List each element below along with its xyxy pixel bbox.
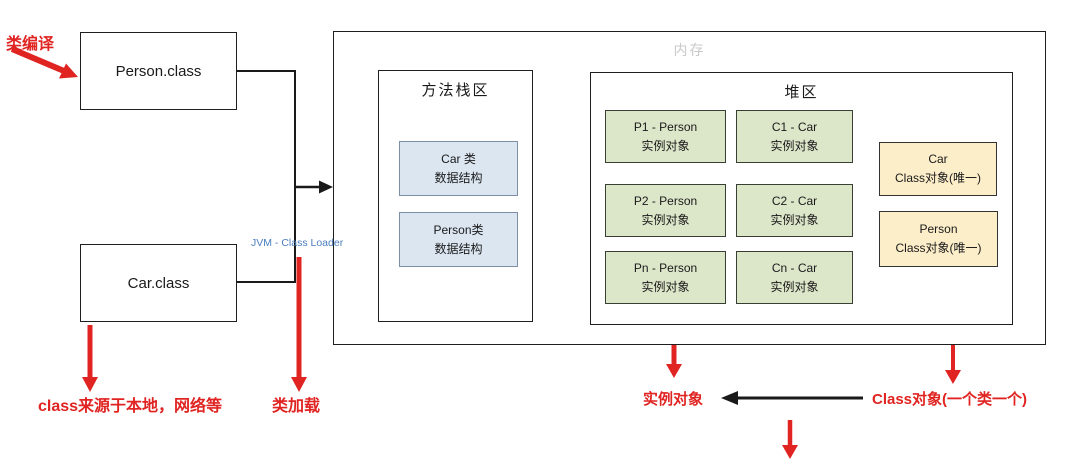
- instance-c2-line2: 实例对象: [770, 212, 819, 227]
- method-stack-region: 方法栈区: [378, 70, 533, 322]
- compile-label: 类编译: [6, 36, 55, 53]
- class-source-arrow: [82, 325, 98, 392]
- person-class-data-structure-box: Person类 数据结构: [399, 212, 518, 267]
- class-source-label: class来源于本地，网络等: [38, 398, 223, 415]
- instance-object-label: 实例对象: [643, 391, 704, 408]
- car-class-label: Car.class: [127, 274, 190, 292]
- instance-c1-line1: C1 - Car: [771, 119, 818, 134]
- bottom-continue-arrow: [782, 420, 798, 459]
- instance-box-cn: Cn - Car 实例对象: [736, 251, 853, 304]
- car-class-box: Car.class: [80, 244, 237, 322]
- classobject-to-instance-arrow: [721, 391, 863, 405]
- instance-box-c1: C1 - Car 实例对象: [736, 110, 853, 163]
- instance-p2-line2: 实例对象: [641, 212, 690, 227]
- class-load-label: 类加载: [272, 398, 321, 415]
- classfile-connector-line: [237, 70, 296, 283]
- person-class-object-box: Person Class对象(唯一): [879, 211, 998, 267]
- instance-pn-line2: 实例对象: [641, 279, 690, 294]
- heap-title: 堆区: [784, 84, 819, 101]
- loader-to-memory-arrow: [295, 180, 333, 194]
- person-class-label: Person.class: [115, 62, 202, 80]
- car-classobj-line1: Car: [928, 152, 948, 167]
- person-class-box: Person.class: [80, 32, 237, 110]
- car-class-object-box: Car Class对象(唯一): [879, 142, 997, 196]
- person-data-line1: Person类: [433, 222, 484, 237]
- instance-p1-line2: 实例对象: [641, 138, 690, 153]
- instance-box-p2: P2 - Person 实例对象: [605, 184, 726, 237]
- person-data-line2: 数据结构: [434, 241, 483, 256]
- car-classobj-line2: Class对象(唯一): [895, 171, 981, 185]
- instance-c2-line1: C2 - Car: [771, 193, 818, 208]
- jvm-class-loader-label: JVM - Class Loader: [251, 237, 344, 249]
- instance-cn-line2: 实例对象: [770, 279, 819, 294]
- instance-pn-line1: Pn - Person: [633, 260, 698, 275]
- instance-p1-line1: P1 - Person: [633, 119, 698, 134]
- car-data-line1: Car 类: [441, 151, 476, 166]
- instance-box-p1: P1 - Person 实例对象: [605, 110, 726, 163]
- person-classobj-line2: Class对象(唯一): [895, 241, 982, 255]
- class-load-arrow: [291, 257, 307, 392]
- car-class-data-structure-box: Car 类 数据结构: [399, 141, 518, 196]
- instance-p2-line1: P2 - Person: [633, 193, 698, 208]
- person-classobj-line1: Person: [919, 222, 958, 237]
- class-object-note-label: Class对象(一个类一个): [872, 391, 1028, 408]
- instance-box-pn: Pn - Person 实例对象: [605, 251, 726, 304]
- method-stack-title: 方法栈区: [421, 82, 490, 99]
- instance-cn-line1: Cn - Car: [771, 260, 818, 275]
- memory-region-label: 内存: [673, 42, 706, 58]
- instance-box-c2: C2 - Car 实例对象: [736, 184, 853, 237]
- car-data-line2: 数据结构: [434, 170, 483, 185]
- instance-c1-line2: 实例对象: [770, 138, 819, 153]
